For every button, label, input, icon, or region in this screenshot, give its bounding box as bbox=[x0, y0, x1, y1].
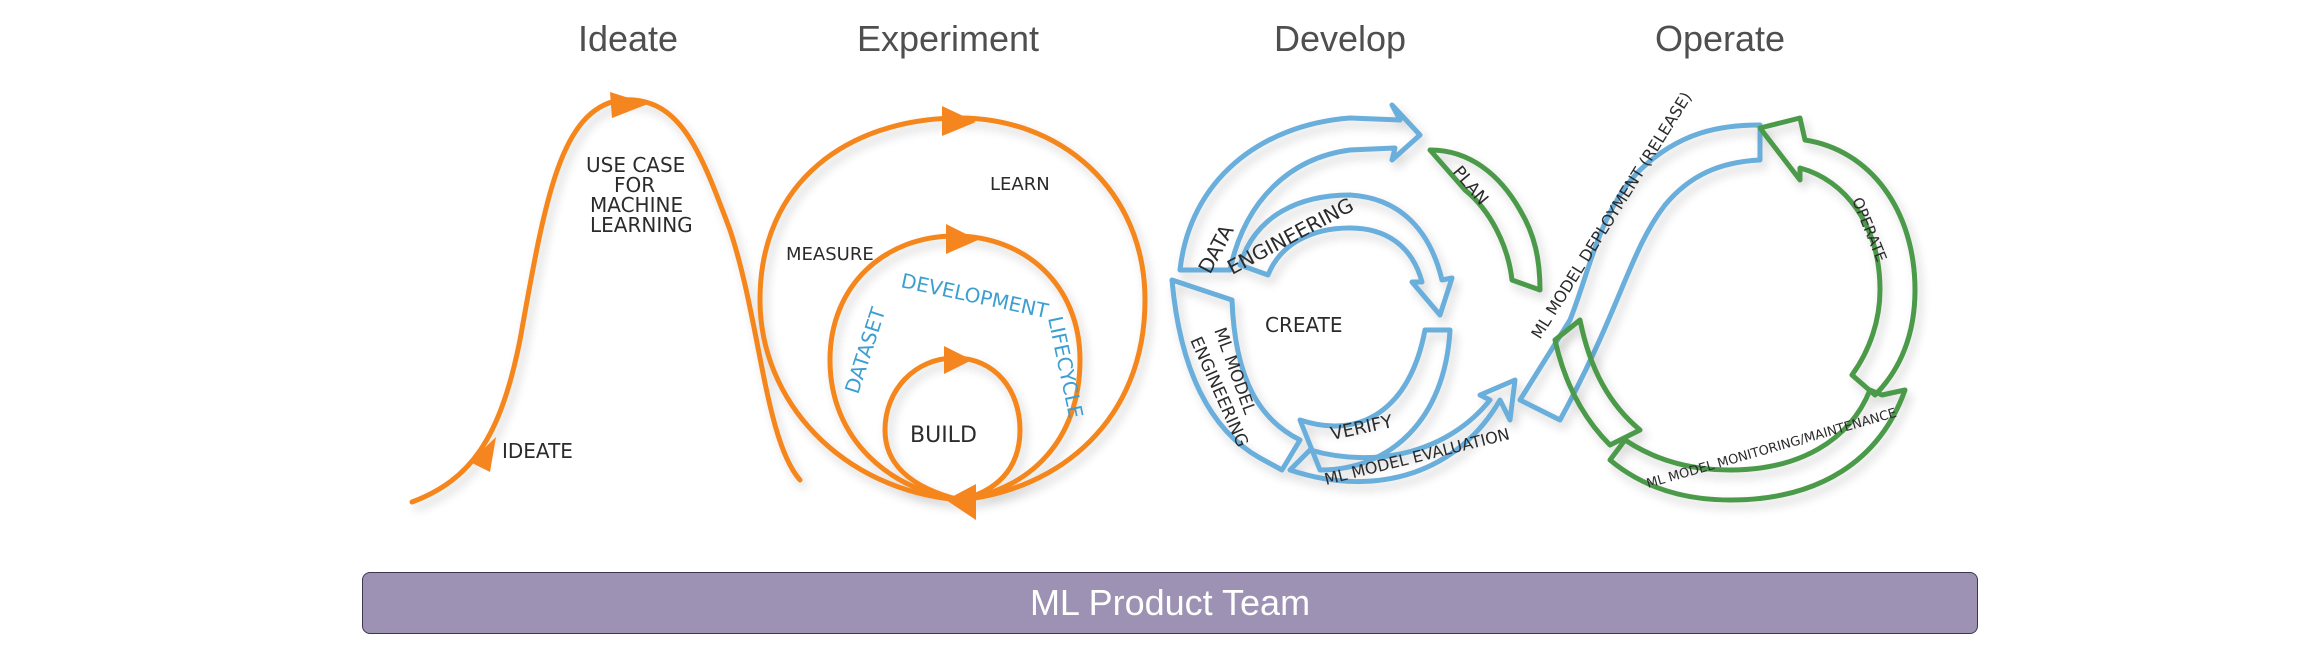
experiment-middle-arrow-icon bbox=[946, 224, 978, 254]
monitoring-label: ML MODEL MONITORING/MAINTENANCE bbox=[1645, 406, 1898, 492]
build-label: BUILD bbox=[910, 423, 977, 448]
ideate-arrow-top-icon bbox=[610, 92, 648, 118]
monitoring-arrow bbox=[1607, 387, 1908, 503]
operate-ring bbox=[1427, 115, 1918, 503]
operate-arrow bbox=[1757, 115, 1918, 398]
develop-ring bbox=[1169, 102, 1763, 484]
experiment-labels: LEARN MEASURE BUILD DATASET DEVELOPMENT … bbox=[786, 174, 1088, 448]
phase-title-experiment: Experiment bbox=[856, 18, 1040, 59]
ml-product-team-bar: ML Product Team bbox=[362, 572, 1978, 634]
ml-model-deployment-label: ML MODEL DEPLOYMENT (RELEASE) bbox=[1527, 88, 1695, 342]
engineering-inner-arrow bbox=[1237, 192, 1455, 318]
return-arrow bbox=[1552, 317, 1643, 448]
experiment-bottom-arrow-icon bbox=[946, 484, 976, 520]
operate-label: OPERATE bbox=[1848, 195, 1890, 265]
experiment-inner-arrow-icon bbox=[944, 346, 972, 374]
dataset-label: DATASET bbox=[840, 304, 891, 397]
deployment-arrow bbox=[1517, 122, 1763, 423]
ideate-arrow-up-icon bbox=[470, 437, 496, 472]
use-case-label-1: USE CASE bbox=[586, 153, 685, 177]
development-label: DEVELOPMENT bbox=[899, 268, 1051, 323]
create-label: CREATE bbox=[1265, 313, 1342, 337]
use-case-label-4: LEARNING bbox=[590, 213, 693, 237]
measure-label: MEASURE bbox=[786, 244, 874, 265]
plan-arrow bbox=[1427, 147, 1543, 293]
use-case-label-2: FOR bbox=[614, 173, 655, 197]
learn-label: LEARN bbox=[990, 174, 1050, 195]
phase-title-operate: Operate bbox=[1654, 18, 1786, 59]
ideate-labels: USE CASE FOR MACHINE LEARNING IDEATE bbox=[502, 153, 693, 463]
phase-title-develop: Develop bbox=[1273, 18, 1407, 59]
ideate-label: IDEATE bbox=[502, 439, 573, 463]
data-engineering-arrow bbox=[1177, 102, 1423, 273]
verify-label: VERIFY bbox=[1329, 411, 1396, 445]
ml-model-evaluation-arrow bbox=[1287, 377, 1518, 484]
phase-title-ideate: Ideate bbox=[577, 18, 679, 59]
ml-model-engineering-arrow bbox=[1169, 277, 1303, 473]
use-case-label-3: MACHINE bbox=[590, 193, 683, 217]
team-bar-label: ML Product Team bbox=[1029, 582, 1311, 623]
experiment-outer-arrow-icon bbox=[942, 106, 976, 136]
